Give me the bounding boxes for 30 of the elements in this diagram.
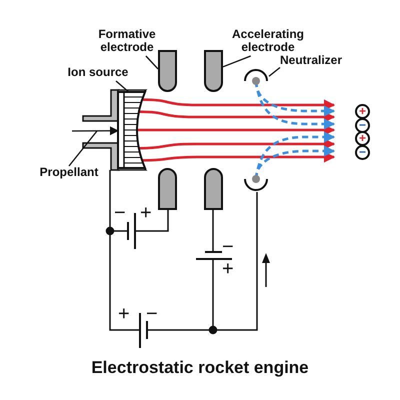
flow-arrow [142, 98, 336, 111]
ion-sign: + [355, 104, 370, 119]
electrode [158, 50, 177, 92]
part-label: Accelerating electrode [220, 28, 316, 54]
ion-sign: − [355, 118, 370, 133]
flow-arrow [139, 110, 336, 123]
arrow [72, 126, 119, 136]
polarity-sign: − [146, 305, 158, 323]
part-label: Formative electrode [84, 28, 170, 54]
polarity-sign: + [118, 305, 130, 323]
leader-line [68, 130, 98, 166]
electrode [158, 168, 177, 210]
polarity-sign: − [114, 204, 126, 222]
flow-arrow [139, 138, 336, 150]
electrode [204, 168, 223, 210]
flow-arrow [137, 124, 336, 136]
polarity-sign: + [140, 204, 152, 222]
part-label: Neutralizer [280, 54, 360, 67]
electrode [204, 50, 223, 92]
polarity-sign: + [222, 260, 234, 278]
polarity-sign: − [222, 238, 234, 256]
leader-line [145, 56, 158, 70]
leader-line [222, 55, 251, 68]
ion-sign: − [355, 145, 370, 160]
ion-sign: + [355, 131, 370, 146]
leader-line [268, 67, 280, 77]
title: Electrostatic rocket engine [90, 358, 310, 378]
flow-arrow [142, 151, 336, 163]
part-label: Propellant [30, 166, 108, 179]
part-label: Ion source [62, 66, 134, 79]
